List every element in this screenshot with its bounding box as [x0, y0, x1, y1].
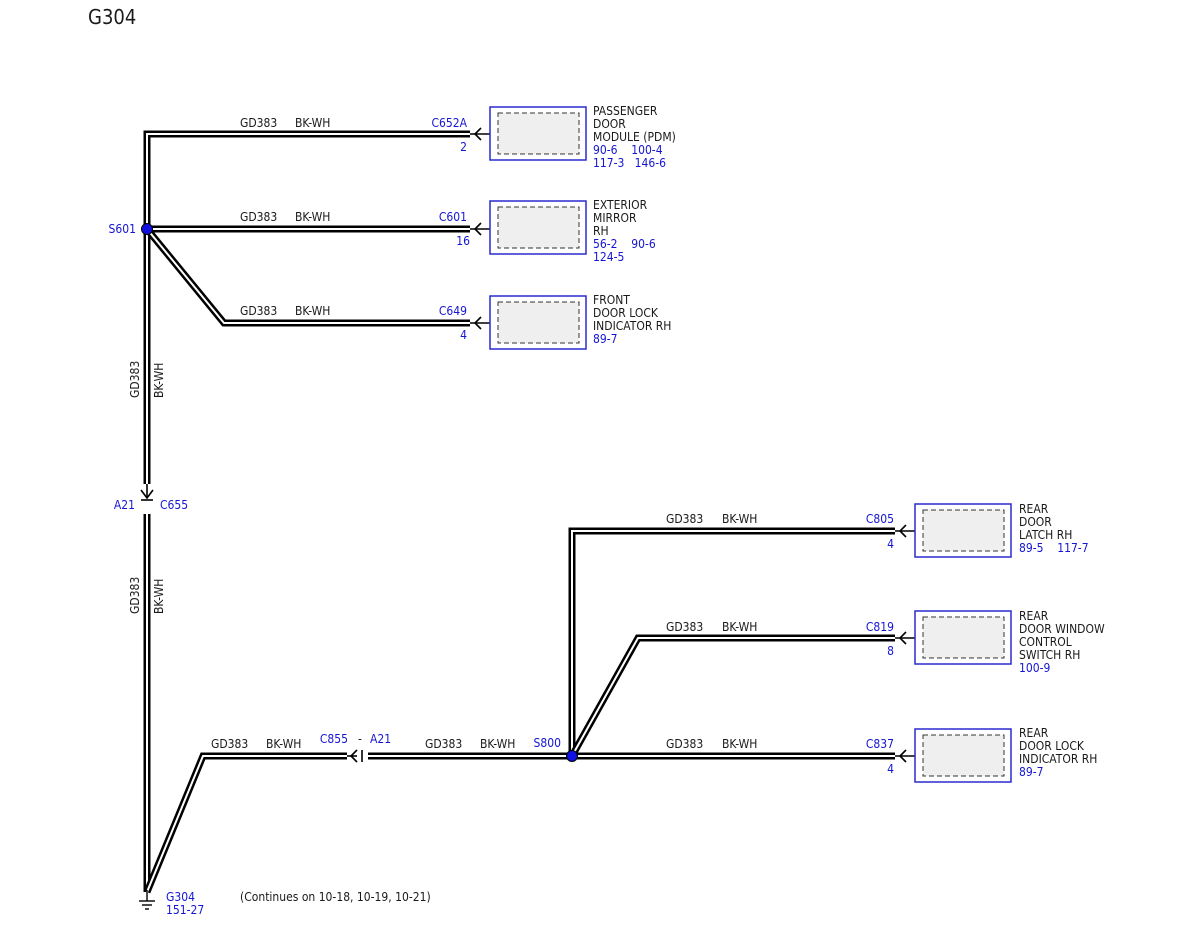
inline-c855-label: C855	[320, 732, 348, 746]
inline-connector-c855: C855 - A21	[320, 732, 391, 763]
component-ref-line: 124-5	[593, 250, 624, 264]
wire-circuit-label: GD383	[128, 361, 142, 398]
component-name-line: SWITCH RH	[1019, 648, 1080, 662]
wire-color-label: BK-WH	[295, 116, 330, 130]
component-ref-line: 56-2 90-6	[593, 237, 656, 251]
inline-connector-c655: A21 C655	[114, 484, 188, 512]
connector-id: C649	[439, 304, 467, 318]
connector-id: C805	[866, 512, 894, 526]
wire-circuit-label: GD383	[666, 620, 703, 634]
component-name-line: RH	[593, 224, 609, 238]
component-name-line: EXTERIOR	[593, 198, 648, 212]
ground-g304: G304 151-27	[139, 890, 204, 917]
component-rear-door-lock-indicator-rh: C837 4 REAR DOOR LOCK INDICATOR RH 89-7	[866, 726, 1097, 783]
page-title: G304	[88, 5, 136, 29]
wire-circuit-label: GD383	[211, 737, 248, 751]
inline-c655-label: C655	[160, 498, 188, 512]
component-ref-line: 100-9	[1019, 661, 1050, 675]
wire-circuit-label: GD383	[240, 304, 277, 318]
wire-network	[143, 130, 895, 894]
splice-s601-label: S601	[109, 222, 136, 236]
connector-pin: 16	[456, 234, 470, 248]
splice-s800: S800	[534, 736, 578, 762]
wire-circuit-label: GD383	[666, 512, 703, 526]
wire-circuit-label: GD383	[425, 737, 462, 751]
connector-id: C601	[439, 210, 467, 224]
connector-id: C819	[866, 620, 894, 634]
component-name-line: REAR	[1019, 609, 1049, 623]
splice-s800-label: S800	[534, 736, 562, 750]
wire-color-label: BK-WH	[722, 620, 757, 634]
component-name-line: DOOR WINDOW	[1019, 622, 1105, 636]
wire-color-label: BK-WH	[295, 304, 330, 318]
wire-circuit-label: GD383	[128, 577, 142, 614]
wire-labels: GD383 BK-WH GD383 BK-WH GD383 BK-WH GD38…	[128, 116, 757, 751]
component-name-line: CONTROL	[1019, 635, 1072, 649]
wire-color-label: BK-WH	[480, 737, 515, 751]
wire-color-label: BK-WH	[152, 363, 166, 398]
component-exterior-mirror-rh: C601 16 EXTERIOR MIRROR RH 56-2 90-6 124…	[439, 198, 656, 264]
component-name-line: LATCH RH	[1019, 528, 1072, 542]
component-rear-door-latch-rh: C805 4 REAR DOOR LATCH RH 89-5 117-7	[866, 502, 1089, 558]
component-name-line: DOOR	[593, 117, 626, 131]
wire-circuit-label: GD383	[240, 116, 277, 130]
component-name-line: INDICATOR RH	[1019, 752, 1097, 766]
connector-pin: 4	[887, 762, 894, 776]
inline-c855-pin: A21	[370, 732, 391, 746]
component-name-line: REAR	[1019, 502, 1049, 516]
connector-pin: 2	[460, 140, 467, 154]
connector-pin: 4	[460, 328, 467, 342]
connector-id: C652A	[431, 116, 467, 130]
component-name-line: DOOR LOCK	[1019, 739, 1085, 753]
wire-circuit-label: GD383	[666, 737, 703, 751]
component-ref-line: 90-6 100-4	[593, 143, 663, 157]
component-name-line: PASSENGER	[593, 104, 658, 118]
connector-id: C837	[866, 737, 894, 751]
wire-color-label: BK-WH	[152, 579, 166, 614]
component-passenger-door-module: C652A 2 PASSENGER DOOR MODULE (PDM) 90-6…	[431, 104, 675, 170]
component-ref-line: 89-7	[593, 332, 618, 346]
ground-ref: 151-27	[166, 903, 204, 917]
component-name-line: MIRROR	[593, 211, 637, 225]
inline-c855-dash: -	[358, 732, 362, 746]
ground-label: G304	[166, 890, 195, 904]
wire-color-label: BK-WH	[266, 737, 301, 751]
splice-s601: S601	[109, 222, 153, 236]
wire-color-label: BK-WH	[722, 512, 757, 526]
wire-color-label: BK-WH	[722, 737, 757, 751]
component-ref-line: 89-5 117-7	[1019, 541, 1089, 555]
component-name-line: REAR	[1019, 726, 1049, 740]
component-name-line: FRONT	[593, 293, 630, 307]
component-ref-line: 89-7	[1019, 765, 1044, 779]
continues-note: (Continues on 10-18, 10-19, 10-21)	[240, 890, 431, 904]
wire-color-label: BK-WH	[295, 210, 330, 224]
connector-pin: 8	[887, 644, 894, 658]
component-ref-line: 117-3 146-6	[593, 156, 666, 170]
component-name-line: INDICATOR RH	[593, 319, 671, 333]
wire-circuit-label: GD383	[240, 210, 277, 224]
component-name-line: DOOR	[1019, 515, 1052, 529]
component-name-line: DOOR LOCK	[593, 306, 659, 320]
connector-pin: 4	[887, 537, 894, 551]
component-name-line: MODULE (PDM)	[593, 130, 676, 144]
inline-c655-pin: A21	[114, 498, 135, 512]
component-front-door-lock-indicator-rh: C649 4 FRONT DOOR LOCK INDICATOR RH 89-7	[439, 293, 671, 350]
component-rear-door-window-switch-rh: C819 8 REAR DOOR WINDOW CONTROL SWITCH R…	[866, 609, 1105, 675]
